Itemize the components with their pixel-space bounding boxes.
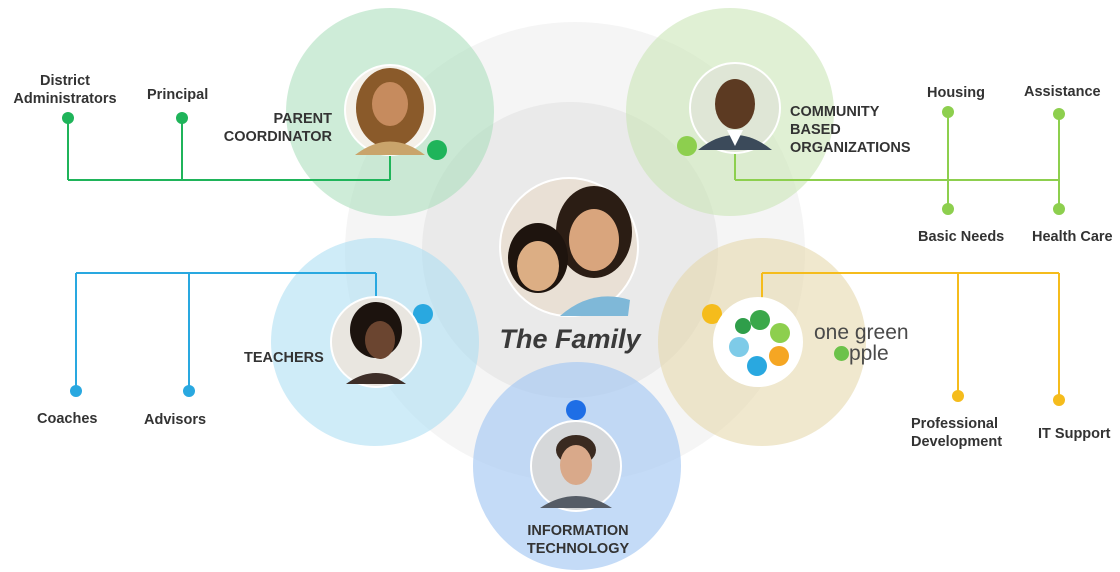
district-administrators-label: District Administrators — [10, 72, 120, 108]
community-connectors — [734, 112, 1060, 209]
parent-connectors — [67, 118, 391, 181]
parent-label-line1: PARENT — [273, 111, 332, 127]
community-accent-dot — [677, 136, 697, 156]
district-label-line1: District — [40, 73, 90, 89]
coaches-label: Coaches — [37, 411, 98, 427]
brand-line2: pple — [814, 343, 909, 364]
apple-dot-icon — [834, 346, 849, 361]
parent-accent-dot — [427, 140, 447, 160]
brand-line1: one green — [814, 321, 909, 344]
assistance-dot — [1053, 108, 1065, 120]
it-label-line1: INFORMATION — [527, 523, 629, 539]
community-label-line2: BASED — [790, 122, 841, 138]
community-leader-photo — [689, 62, 781, 154]
advisors-label: Advisors — [144, 412, 207, 428]
it-support-dot — [1053, 394, 1065, 406]
it-staff-photo — [530, 420, 622, 512]
professional-development-label: Professional Development — [911, 415, 1002, 451]
teachers-label: TEACHERS — [244, 350, 324, 366]
health-care-dot — [1053, 203, 1065, 215]
it-accent-dot — [566, 400, 586, 420]
parent-label-line2: COORDINATOR — [223, 129, 332, 145]
principal-label: Principal — [147, 87, 209, 103]
partner-connectors — [761, 272, 1060, 400]
housing-dot — [942, 106, 954, 118]
health-care-label: Health Care — [1032, 229, 1113, 245]
principal-dot — [176, 112, 188, 124]
teachers-connectors — [75, 272, 377, 391]
community-label-line3: ORGANIZATIONS — [790, 140, 911, 156]
district-label-line2: Administrators — [13, 91, 117, 107]
one-green-apple-wordmark: one green pple — [814, 322, 909, 364]
professional-dev-dot — [952, 390, 964, 402]
housing-label: Housing — [927, 85, 985, 101]
advisors-dot — [183, 385, 195, 397]
parent-coordinator-label: PARENT COORDINATOR — [222, 110, 332, 146]
it-label-line2: TECHNOLOGY — [526, 541, 630, 557]
one-green-apple-logo — [713, 297, 803, 387]
pd-label-line1: Professional — [911, 416, 999, 432]
partner-accent-dot — [702, 304, 722, 324]
pd-label-line2: Development — [911, 434, 1003, 450]
community-label-line1: COMMUNITY — [790, 104, 880, 120]
teachers-accent-dot — [413, 304, 433, 324]
information-technology-label: INFORMATION TECHNOLOGY — [508, 522, 648, 558]
basic-needs-dot — [942, 203, 954, 215]
center-title: The Family — [499, 324, 641, 354]
assistance-label: Assistance — [1024, 84, 1101, 100]
coaches-dot — [70, 385, 82, 397]
basic-needs-label: Basic Needs — [918, 229, 1005, 245]
community-label: COMMUNITY BASED ORGANIZATIONS — [790, 103, 911, 157]
it-support-label: IT Support — [1038, 426, 1111, 442]
district-admin-dot — [62, 112, 74, 124]
family-photo — [499, 177, 639, 317]
parent-coordinator-photo — [344, 64, 436, 156]
teacher-photo — [330, 296, 422, 388]
brand-line2-text: pple — [849, 342, 889, 365]
